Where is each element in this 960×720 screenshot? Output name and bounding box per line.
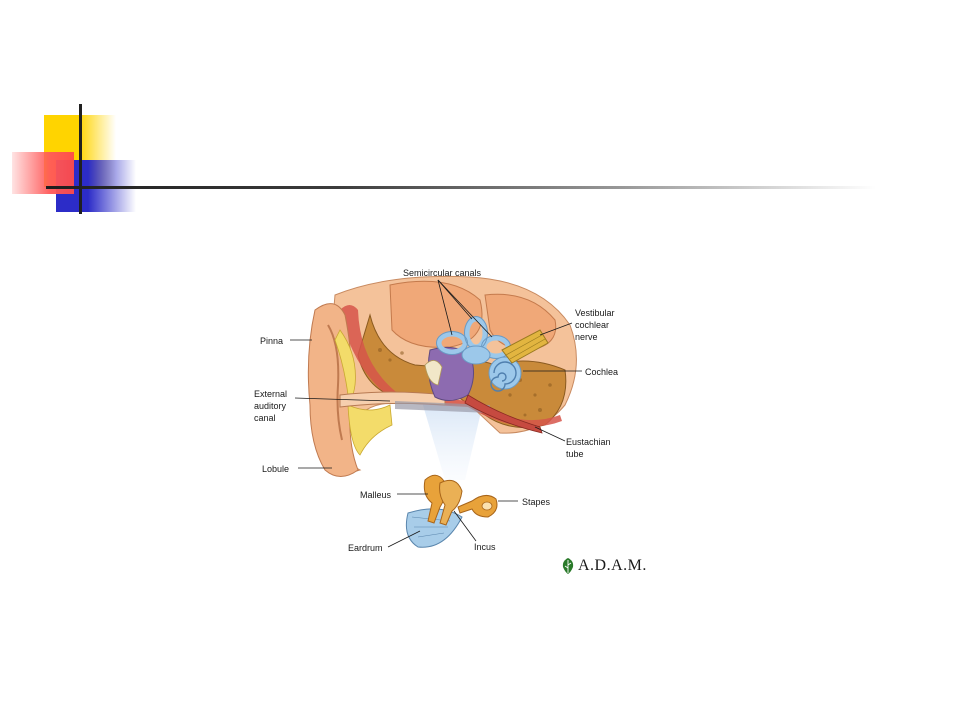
label-malleus: Malleus	[360, 490, 392, 500]
label-semicircular-canals: Semicircular canals	[403, 268, 482, 278]
label-pinna: Pinna	[260, 336, 284, 346]
leader-lines	[290, 279, 582, 548]
label-eardrum: Eardrum	[348, 543, 383, 553]
label-incus: Incus	[474, 542, 496, 552]
accent-vertical-line	[79, 104, 82, 214]
label-external-auditory-canal: External auditory canal	[254, 389, 288, 423]
canal-cartilage	[347, 404, 393, 456]
title-underline	[46, 186, 876, 189]
vestibule	[461, 345, 491, 365]
ear-illustration	[290, 275, 582, 548]
adam-logo: A.D.A.M.	[560, 556, 647, 576]
ossicle-chain	[405, 474, 498, 548]
stapes-shape	[457, 495, 498, 518]
label-cochlea: Cochlea	[585, 367, 619, 377]
magnification-beam	[420, 395, 485, 480]
label-vestibular-cochlear-nerve: Vestibular cochlear nerve	[575, 308, 615, 342]
ossicles-in-situ	[424, 360, 443, 386]
label-stapes: Stapes	[522, 497, 551, 507]
bone-texture	[378, 348, 552, 417]
eustachian-tube-shape	[464, 394, 543, 434]
incus-shape	[439, 479, 463, 526]
vestibular-cochlear-nerve-shape	[501, 329, 549, 364]
pinna-fold	[327, 324, 343, 441]
cochlea-shape	[488, 356, 522, 392]
adam-logo-text: A.D.A.M.	[578, 557, 647, 574]
label-eustachian-tube: Eustachian tube	[566, 437, 611, 459]
label-lobule: Lobule	[262, 464, 290, 474]
leaf-icon	[562, 558, 574, 574]
ear-anatomy-diagram: Semicircular canals Vestibular cochlear …	[240, 255, 650, 585]
